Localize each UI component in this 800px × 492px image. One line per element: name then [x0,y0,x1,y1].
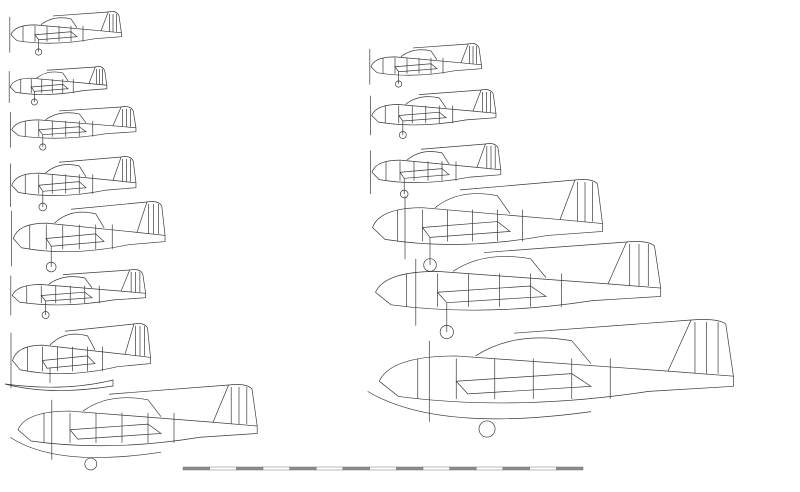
fuselage [372,207,603,245]
scale-bar-segment [529,466,557,471]
scale-bar-segment [209,466,237,471]
aircraft-left-2-fighter [8,66,108,106]
canopy [400,49,438,61]
wing [41,355,96,369]
canopy [405,96,447,108]
scale-bar-segment [236,466,264,471]
scale-bar-segment [342,466,370,471]
tail-fin [472,89,497,114]
aircraft-right-6-flying-boat [367,319,734,438]
canopy [54,211,105,228]
canopy [45,164,87,177]
tail-fin [460,43,482,65]
fuselage [11,119,137,139]
tail-fin [120,269,146,294]
scale-bar-segment [502,466,530,471]
aircraft-right-5-heavy-bomber [375,241,662,340]
scale-bar-segment [556,466,584,471]
wing [45,233,105,247]
scale-bar [182,466,584,471]
tail-fin [88,66,108,86]
fuselage [371,104,497,126]
scale-bar-segment [289,466,317,471]
canopy [48,276,93,289]
antenna-wire [64,323,135,332]
fuselage [370,56,482,76]
canopy [406,151,450,164]
fuselage [12,344,151,375]
scale-bar-segment [396,466,424,471]
aircraft-left-8-flying-boat [10,384,258,471]
tail-fin [124,323,151,358]
wheel [84,457,98,471]
aircraft-right-2-fighter [370,89,497,139]
canopy [49,333,96,350]
aircraft-right-4-medium-bomber [372,179,603,272]
fuselage [11,172,137,196]
aircraft-left-3-torpedo-bomber [10,106,137,151]
wing [436,285,548,304]
antenna-wire [46,66,96,71]
aircraft-left-6-dive-bomber [10,269,146,319]
aircraft-left-7-floatplane [4,323,151,391]
tail-fin [667,319,734,377]
hull-keel [367,391,592,420]
tail-fin [112,106,137,128]
tail-fin [136,201,166,236]
canopy [45,112,87,124]
antenna-wire [70,201,147,210]
scale-bar-segment [262,466,290,471]
scale-bar-segment [476,466,504,471]
aircraft-left-1-fighter [9,11,122,56]
float [4,379,114,391]
scale-bar-segment [316,466,344,471]
tail-fin [607,241,662,289]
aircraft-right-1-fighter [369,43,482,88]
fuselage [371,159,502,183]
antenna-wire [459,179,576,191]
tail-fin [476,143,502,170]
antenna-wire [58,106,122,112]
tail-fin [100,11,122,33]
fuselage [11,284,146,306]
antenna-wire [513,319,692,334]
aircraft-left-4-dive-bomber [10,156,137,212]
canopy [434,193,511,214]
aircraft-left-5-torpedo-bomber [11,201,166,273]
antenna-wire [58,156,122,163]
canopy [40,17,78,29]
canopy [475,337,592,364]
hull-keel [10,436,162,458]
wing [69,423,162,440]
tail-fin [559,179,603,224]
antenna-wire [52,11,109,17]
antenna-wire [62,269,130,275]
antenna-wire [418,89,482,95]
fuselage [9,77,108,95]
scale-bar-segment [422,466,450,471]
canopy [36,71,69,82]
wing [40,291,93,302]
fuselage [375,270,662,311]
canopy [452,256,547,278]
antenna-wire [483,241,627,253]
fuselage [378,355,734,404]
antenna-wire [412,43,469,49]
scale-bar-segment [369,466,397,471]
wing [421,221,511,238]
wing [455,373,593,395]
scale-bar-segment [449,466,477,471]
tail-fin [212,384,258,427]
fuselage [17,410,258,447]
wheel [478,420,496,438]
antenna-wire [420,143,486,150]
aircraft-right-3-dive-bomber [370,143,502,199]
fuselage [12,222,166,253]
fuselage [10,24,122,44]
tail-fin [112,156,137,183]
canopy [82,397,162,417]
antenna-wire [108,384,229,395]
scale-bar-segment [182,466,210,471]
